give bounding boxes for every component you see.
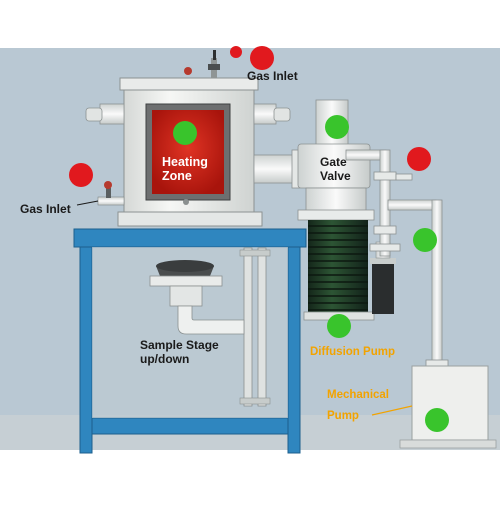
top-gas-inlet-valve <box>208 50 220 78</box>
red-indicator-dot <box>69 163 93 187</box>
gas-inlet-left-label: Gas Inlet <box>20 202 71 216</box>
green-indicator-dot <box>325 115 349 139</box>
green-indicators <box>173 115 449 432</box>
green-indicator-dot <box>413 228 437 252</box>
mechanical-pump-label: Mechanical Pump <box>327 389 389 423</box>
green-indicator-dot <box>327 314 351 338</box>
red-indicator-dot <box>250 46 274 70</box>
red-indicators <box>69 46 431 187</box>
mechanical-pump-leader <box>371 405 413 416</box>
red-indicator-dot <box>407 147 431 171</box>
green-indicator-dot <box>425 408 449 432</box>
heating-chamber <box>85 67 291 227</box>
heating-zone-label-line1: Heating <box>162 155 208 169</box>
mechanical-pump-label-line1: Mechanical <box>327 389 389 401</box>
heating-zone-label: Heating Zone <box>162 155 208 184</box>
foreline-piping <box>345 149 449 369</box>
sample-stage-label-line1: Sample Stage <box>140 338 219 352</box>
gate-valve-label: Gate Valve <box>320 155 351 184</box>
support-frame <box>73 228 307 454</box>
sample-stage <box>149 247 271 407</box>
gas-inlet-left-leader <box>76 200 99 206</box>
mechanical-pump-label-line2: Pump <box>327 410 359 423</box>
green-indicator-dot <box>173 121 197 145</box>
sample-stage-label: Sample Stage up/down <box>140 338 219 367</box>
gate-valve-label-line1: Gate <box>320 155 347 169</box>
sample-stage-label-line2: up/down <box>140 351 190 366</box>
gate-valve-label-line2: Valve <box>320 168 351 183</box>
gas-inlet-top-label: Gas Inlet <box>247 69 298 83</box>
heating-zone-label-line2: Zone <box>162 169 192 184</box>
diffusion-pump-label: Diffusion Pump <box>310 346 395 358</box>
mechanical-pump <box>399 365 497 449</box>
red-indicator-dot <box>230 46 242 58</box>
